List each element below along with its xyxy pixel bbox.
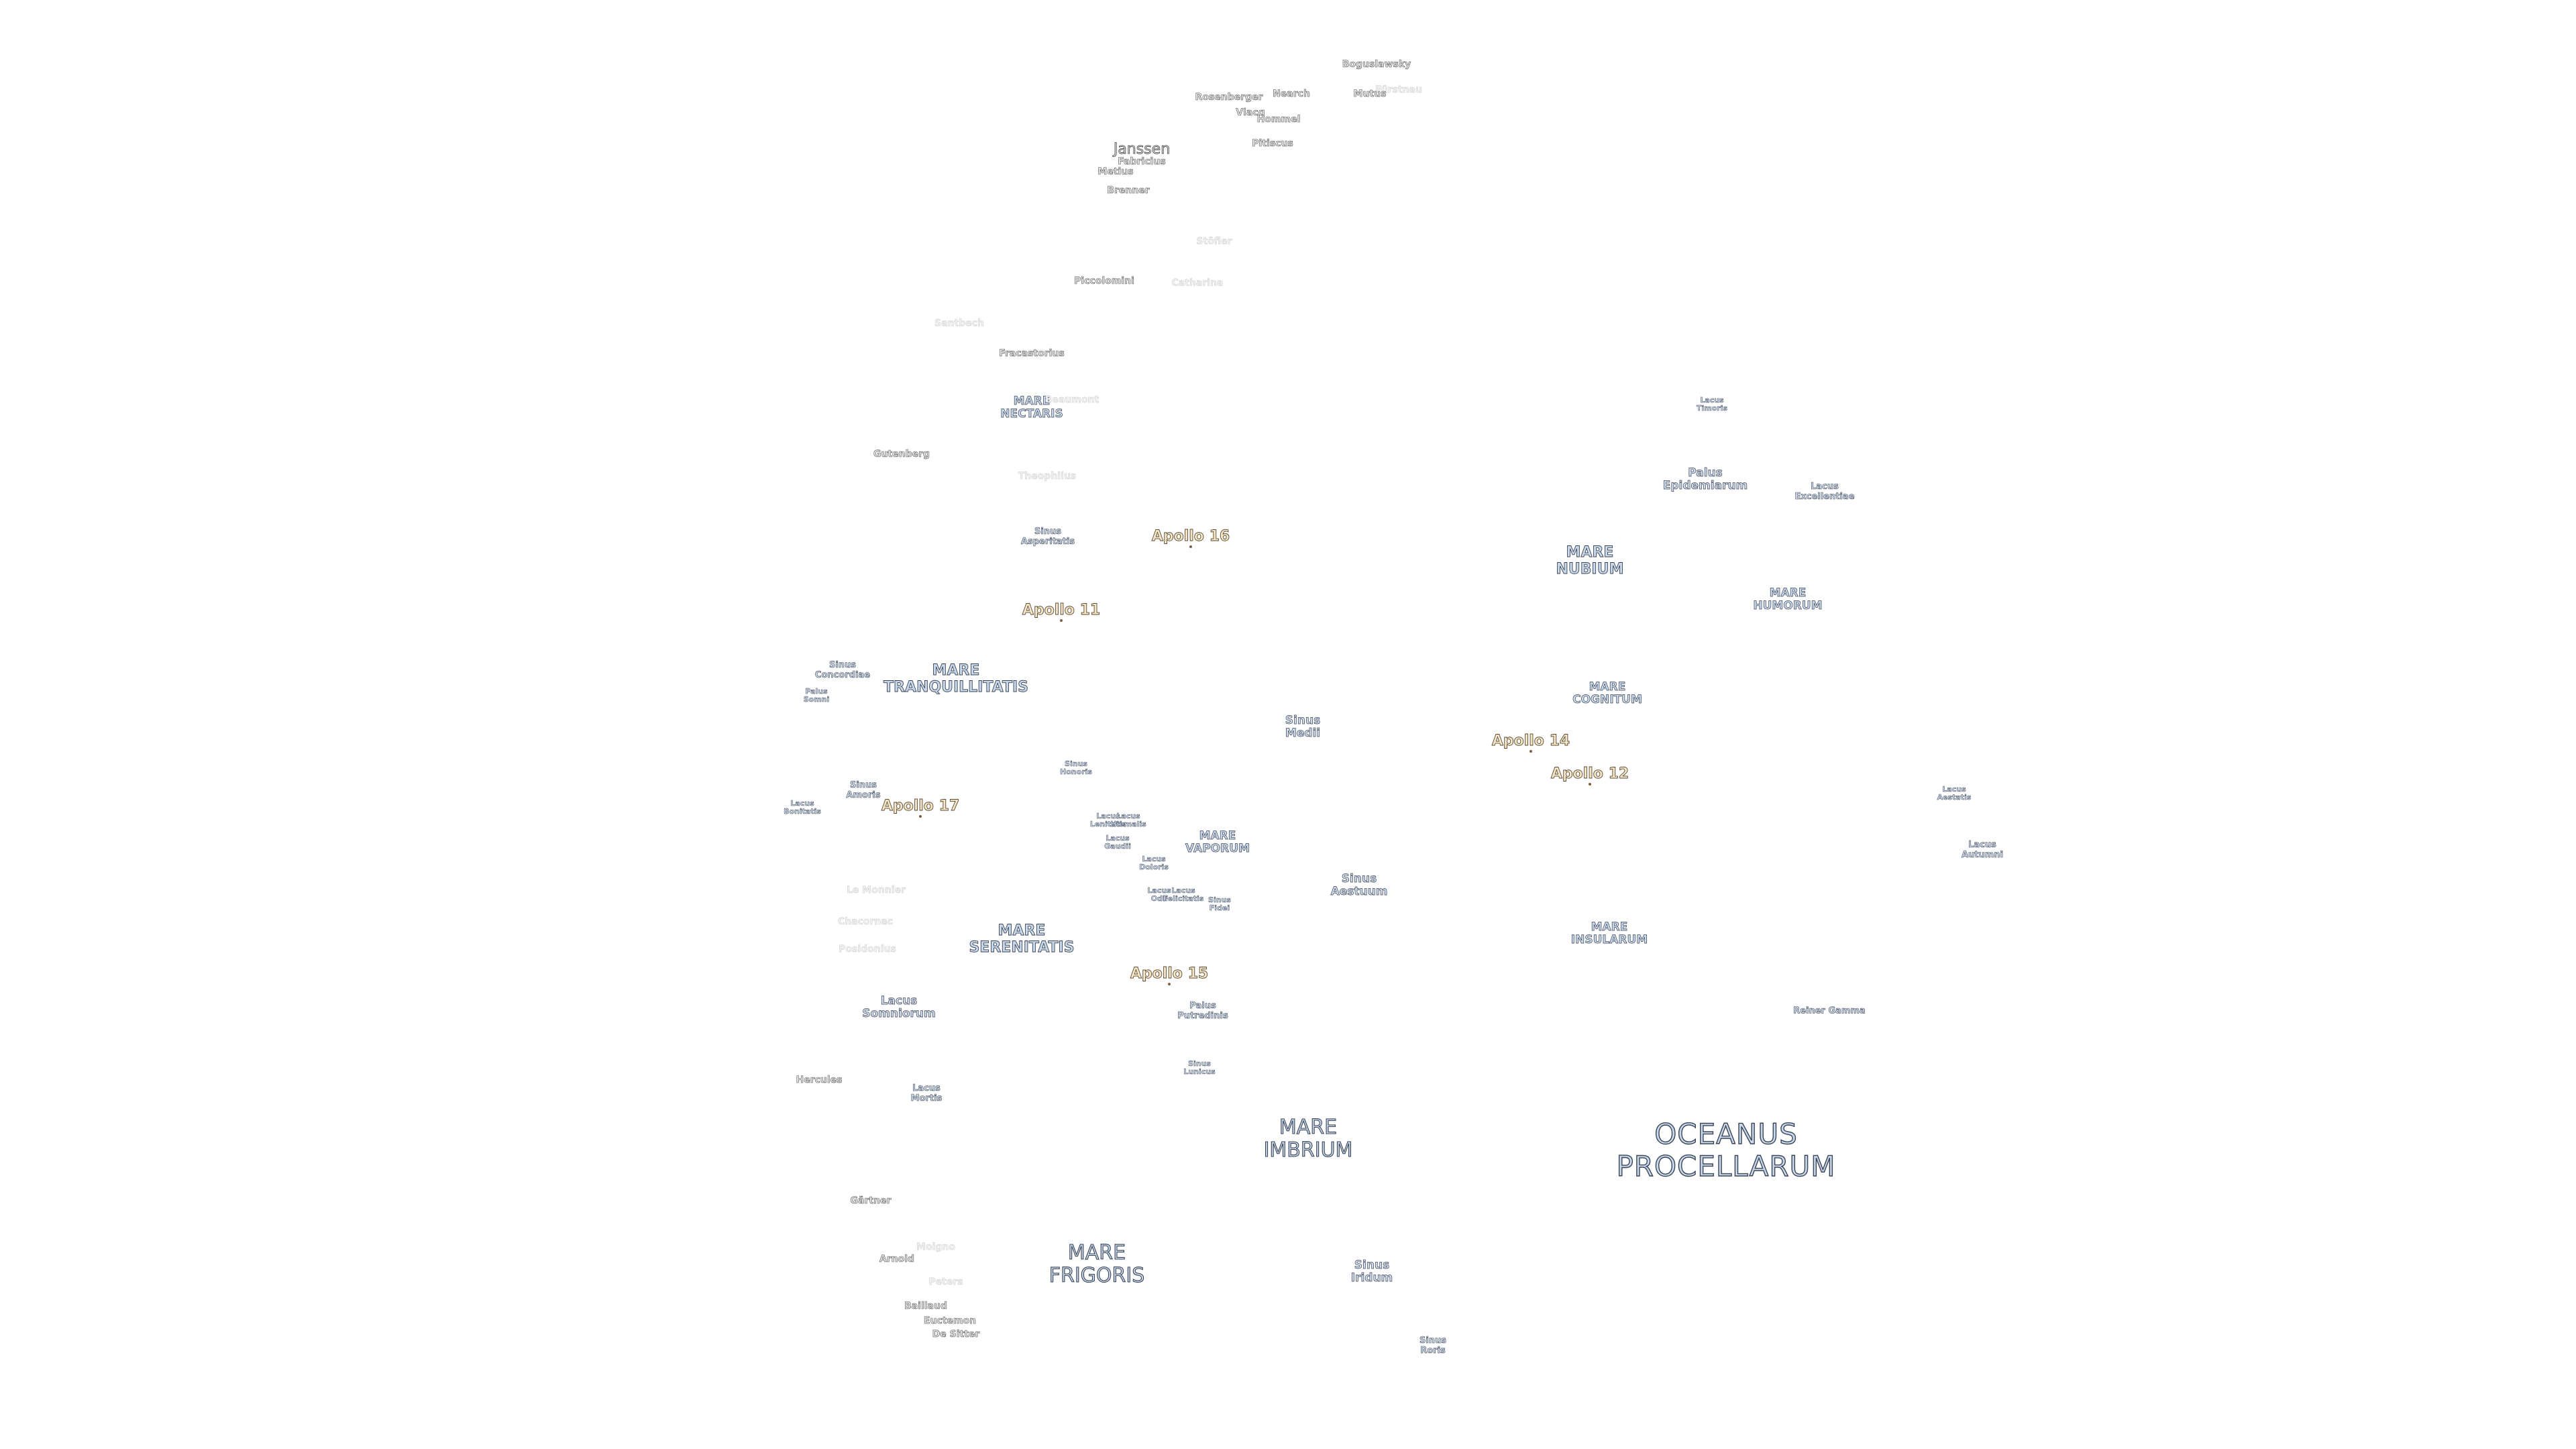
map-label-stofler: Stöfler	[1196, 236, 1232, 248]
map-label-arnold: Arnold	[879, 1254, 915, 1265]
map-label-apollo-16[interactable]: Apollo 16	[1151, 528, 1230, 545]
apollo-12-marker-icon[interactable]	[1589, 783, 1591, 786]
map-label-mare-cognitum[interactable]: MARE COGNITUM	[1572, 680, 1642, 706]
map-label-lacus-odii: Lacus Odii	[1147, 886, 1171, 903]
map-label-sinus-honoris: Sinus Honoris	[1060, 759, 1092, 776]
map-label-palus-putredinis: Palus Putredinis	[1177, 1001, 1228, 1022]
map-label-sinus-roris: Sinus Roris	[1419, 1336, 1447, 1356]
map-label-theophilus: Theophilus	[1018, 471, 1077, 482]
map-label-sinus-concordiae: Sinus Concordiae	[814, 660, 871, 681]
map-label-catharina: Catharina	[1171, 278, 1224, 289]
map-label-sinus-lunicus: Sinus Lunicus	[1183, 1059, 1216, 1076]
map-label-sinus-asperitatis: Sinus Asperitatis	[1020, 527, 1075, 547]
map-label-de-sitter: De Sitter	[932, 1329, 980, 1340]
apollo-17-marker-icon[interactable]	[919, 815, 922, 818]
map-label-apollo-15[interactable]: Apollo 15	[1130, 965, 1209, 982]
map-label-lacus-mortis: Lacus Mortis	[910, 1083, 943, 1104]
map-label-lacus-lenitatis: Lacus Lenitatis	[1089, 812, 1127, 828]
map-label-brenner: Brenner	[1107, 185, 1150, 197]
map-label-sinus-iridum: Sinus Iridum	[1350, 1258, 1393, 1285]
map-label-gartner: Gärtner	[850, 1195, 892, 1207]
map-label-apollo-17[interactable]: Apollo 17	[881, 798, 960, 814]
map-label-mare-imbrium[interactable]: MARE IMBRIUM	[1263, 1116, 1353, 1162]
map-label-mare-frigoris[interactable]: MARE FRIGORIS	[1049, 1241, 1145, 1287]
map-label-chacornac: Chacornac	[837, 916, 894, 928]
map-label-nearch: Nearch	[1273, 89, 1310, 100]
map-label-lacus-hiemalis: Lacus Hiemalis	[1110, 812, 1146, 828]
apollo-15-marker-icon[interactable]	[1168, 983, 1171, 985]
map-label-vlacq: Vlacq	[1236, 107, 1265, 119]
apollo-16-marker-icon[interactable]	[1189, 545, 1192, 548]
map-label-lacus-somniorum: Lacus Somniorum	[862, 994, 936, 1020]
map-label-mare-nubium[interactable]: MARE NUBIUM	[1556, 544, 1624, 578]
map-label-lacus-doloris: Lacus Doloris	[1139, 855, 1169, 871]
map-label-mare-vaporum[interactable]: MARE VAPORUM	[1185, 829, 1250, 855]
map-label-sinus-amoris: Sinus Amoris	[846, 780, 881, 801]
map-label-lacus-bonitatis: Lacus Bonitatis	[784, 799, 821, 816]
map-label-fracastorius: Fracastorius	[999, 348, 1065, 360]
map-label-mutus: Mutus	[1353, 89, 1387, 100]
map-label-sinus-medii: Sinus Medii	[1285, 714, 1321, 740]
map-label-fvs: Fürstnau	[1375, 85, 1423, 96]
map-label-pitiscus: Pitiscus	[1252, 138, 1293, 150]
map-label-fabricius: Fabricius	[1118, 156, 1166, 168]
map-label-apollo-11[interactable]: Apollo 11	[1022, 602, 1101, 619]
map-label-lacus-excellentiae: Lacus Excellentiae	[1794, 482, 1855, 502]
map-label-hommel: Hommel	[1256, 114, 1301, 125]
map-label-sinus-aestuum: Sinus Aestuum	[1330, 872, 1388, 898]
apollo-11-marker-icon[interactable]	[1060, 619, 1063, 622]
map-label-le-monnier: Le Monnier	[847, 885, 906, 896]
apollo-14-marker-icon[interactable]	[1529, 750, 1532, 753]
map-label-mare-insularum[interactable]: MARE INSULARUM	[1570, 920, 1648, 947]
map-label-hercules: Hercules	[796, 1075, 843, 1086]
map-label-lacus-timoris: Lacus Timoris	[1696, 396, 1728, 413]
map-label-santbech: Santbech	[934, 318, 984, 329]
map-label-beaumont: Beaumont	[1044, 394, 1099, 406]
map-label-moigno: Moigno	[916, 1242, 955, 1253]
map-label-janssen: Janssen	[1113, 141, 1171, 158]
map-label-euctemon: Euctemon	[923, 1316, 977, 1327]
map-label-peters: Peters	[928, 1277, 963, 1288]
map-label-metius: Metius	[1097, 166, 1134, 178]
map-label-oceanus-procellarum[interactable]: OCEANUS PROCELLARUM	[1616, 1118, 1836, 1183]
map-label-mare-tranquillitatis[interactable]: MARE TRANQUILLITATIS	[883, 662, 1029, 696]
map-label-palus-somni: Palus Somni	[803, 687, 830, 704]
map-label-sinus-fidei: Sinus Fidei	[1208, 896, 1231, 912]
map-label-palus-epidemiarum: Palus Epidemiarum	[1662, 466, 1748, 492]
map-label-apollo-12[interactable]: Apollo 12	[1550, 765, 1629, 782]
map-label-mare-nectaris[interactable]: MARE NECTARIS	[1000, 394, 1063, 421]
map-label-mare-humorum[interactable]: MARE HUMORUM	[1753, 586, 1823, 612]
map-label-posidonius: Posidonius	[839, 944, 896, 955]
map-label-lacus-aestatis: Lacus Aestatis	[1937, 785, 1972, 802]
map-label-lacus-gaudii: Lacus Gaudii	[1104, 834, 1131, 851]
map-label-lacus-felicitatis: Lacus Felicitatis	[1163, 886, 1204, 903]
map-label-rosenberger: Rosenberger	[1195, 92, 1263, 103]
map-label-mare-serenitatis[interactable]: MARE SERENITATIS	[969, 922, 1075, 957]
map-label-reiner-gamma: Reiner Gamma	[1793, 1006, 1866, 1016]
map-label-lacus-autumni: Lacus Autumni	[1961, 840, 2004, 861]
map-label-boguslawsky: Boguslawsky	[1342, 59, 1411, 70]
map-label-baillaud: Baillaud	[904, 1301, 948, 1312]
map-label-apollo-14[interactable]: Apollo 14	[1491, 733, 1570, 749]
map-label-piccolomini: Piccolomini	[1074, 276, 1134, 287]
map-label-gutenberg: Gutenberg	[873, 449, 930, 460]
